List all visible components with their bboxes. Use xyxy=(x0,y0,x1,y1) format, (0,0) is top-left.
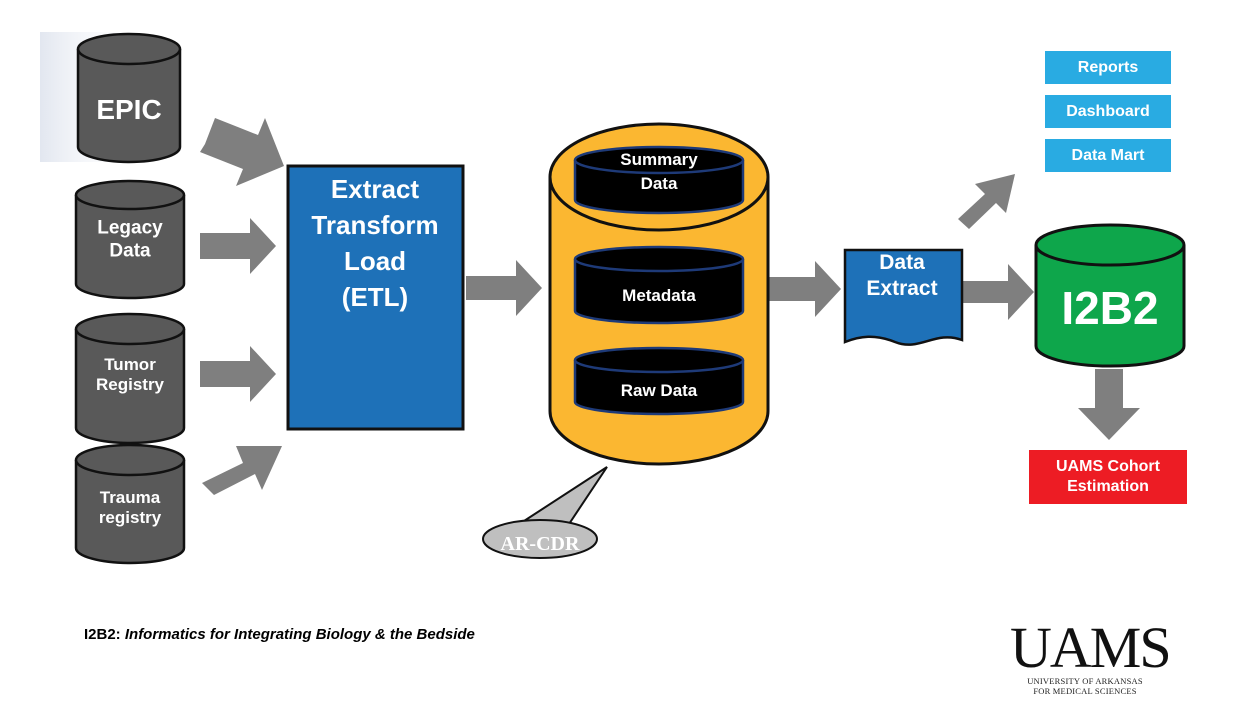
source-cylinder-trauma xyxy=(74,443,186,565)
arrow-tumor-to-etl xyxy=(200,346,276,402)
output-box-datamart: Data Mart xyxy=(1045,139,1171,172)
arrow-warehouse-to-extract xyxy=(765,261,841,317)
uams-logo: UAMS UNIVERSITY OF ARKANSAS FOR MEDICAL … xyxy=(1010,615,1172,697)
arrow-i2b2-to-cohort xyxy=(1078,369,1140,440)
ar-cdr-callout xyxy=(482,466,608,559)
source-label-epic: EPIC xyxy=(96,94,161,125)
uams-logo-line2: FOR MEDICAL SCIENCES xyxy=(1033,686,1137,696)
source-cylinder-legacy xyxy=(74,179,186,300)
ar-cdr-label: AR-CDR xyxy=(501,533,580,555)
uams-logo-wordmark: UAMS xyxy=(1010,615,1172,680)
inner-cylinders xyxy=(573,145,745,416)
arrow-trauma-to-etl xyxy=(202,446,282,495)
i2b2-label: I2B2 xyxy=(1061,282,1158,334)
etl-box xyxy=(286,164,465,431)
source-cylinder-tumor xyxy=(74,312,186,445)
data-extract-doc xyxy=(843,248,964,346)
arrow-epic-to-etl xyxy=(200,118,284,186)
flow-arrows xyxy=(200,118,1140,495)
inner-cylinder-metadata xyxy=(573,245,745,325)
inner-cylinder-summary xyxy=(573,145,745,215)
inner-label-metadata: Metadata xyxy=(622,286,696,305)
i2b2-cylinder xyxy=(1034,223,1186,368)
output-box-dashboard: Dashboard xyxy=(1045,95,1171,128)
source-cylinders xyxy=(74,32,186,565)
footnote: I2B2: Informatics for Integrating Biolog… xyxy=(84,626,475,643)
output-box-reports: Reports xyxy=(1045,51,1171,84)
inner-label-raw: Raw Data xyxy=(621,381,698,400)
cohort-estimation-box: UAMS Cohort Estimation xyxy=(1029,450,1187,504)
arrow-etl-to-warehouse xyxy=(466,260,542,316)
source-cylinder-epic xyxy=(76,32,182,164)
footnote-prefix: I2B2: xyxy=(84,626,121,643)
inner-cylinder-raw xyxy=(573,346,745,416)
arrow-legacy-to-etl xyxy=(200,218,276,274)
arrow-extract-to-outputs xyxy=(958,174,1015,229)
footnote-text: Informatics for Integrating Biology & th… xyxy=(124,626,475,643)
arrow-extract-to-i2b2 xyxy=(962,264,1034,320)
uams-logo-line1: UNIVERSITY OF ARKANSAS xyxy=(1027,676,1143,686)
